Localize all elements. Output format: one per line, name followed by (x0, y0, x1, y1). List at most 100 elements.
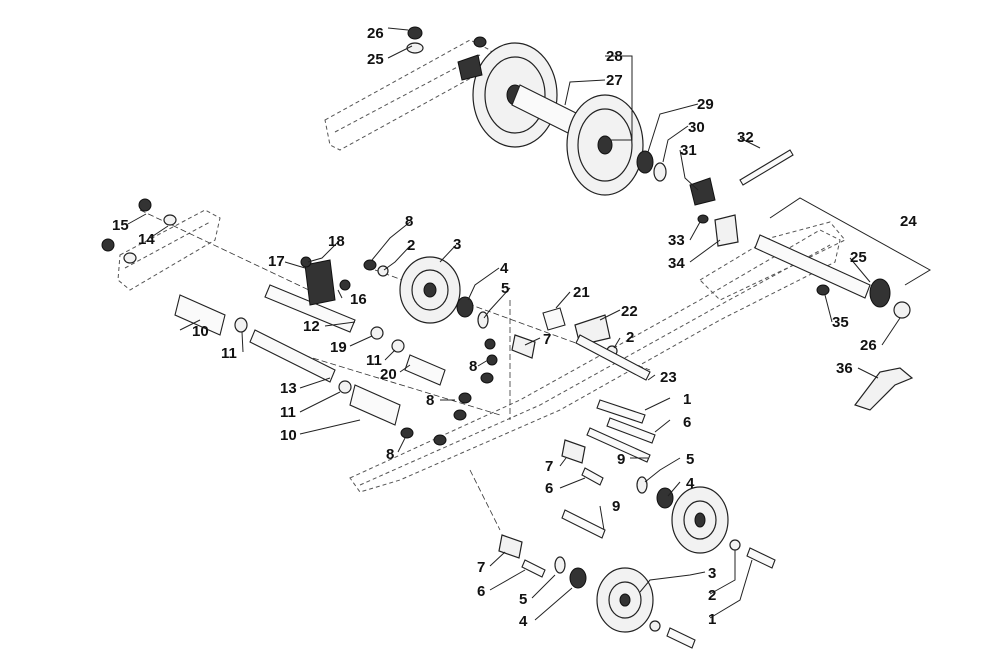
bolt-1-lower (666, 627, 696, 649)
callout-5-top: 5 (501, 280, 509, 297)
nut-15-bottom (101, 238, 115, 252)
washer-14-bottom (123, 252, 137, 264)
callout-6-mid: 6 (683, 414, 691, 431)
bolt-6-lower (521, 559, 546, 578)
idler-wheel-lower-right (671, 486, 729, 554)
callout-3-top: 3 (453, 236, 461, 253)
adjuster-block-31 (689, 177, 716, 206)
spacer-10-upper (174, 294, 226, 336)
nut-8-e (453, 409, 467, 421)
washer-19 (370, 326, 384, 340)
nut-33 (697, 214, 709, 224)
callout-30: 30 (688, 119, 705, 136)
callout-16: 16 (350, 291, 367, 308)
upper-bracket (457, 54, 483, 81)
callout-11-mid: 11 (366, 352, 382, 369)
callout-7-upper: 7 (543, 331, 551, 348)
idler-wheel-upper-left (472, 42, 558, 148)
rear-axle (754, 234, 871, 299)
callout-29: 29 (697, 96, 714, 113)
adjuster-bolt-32 (739, 149, 794, 186)
washer-25-upper (406, 42, 424, 54)
callout-10-lower: 10 (280, 427, 297, 444)
callout-23: 23 (660, 369, 677, 386)
spacer-10-lower (349, 384, 401, 426)
callout-27: 27 (606, 72, 623, 89)
bearing-29 (636, 150, 654, 174)
callout-2-top: 2 (407, 237, 415, 254)
callout-26-upper: 26 (367, 25, 384, 42)
callout-6-b: 6 (545, 480, 553, 497)
bushing-21 (542, 307, 566, 331)
callout-8-bottom: 8 (386, 446, 394, 463)
callout-labels: 26 25 28 27 29 30 31 32 24 33 34 25 35 2… (112, 25, 917, 630)
left-slide-rail (117, 209, 221, 291)
block-34 (714, 214, 739, 247)
callout-13: 13 (280, 380, 297, 397)
leader-lines (127, 27, 901, 621)
callout-6-lower: 6 (477, 583, 485, 600)
callout-10-upper: 10 (192, 323, 209, 340)
callout-2-bottom: 2 (708, 587, 716, 604)
washer-2-top (377, 265, 389, 277)
bracket-7-upper (511, 334, 536, 359)
nut-8-f (400, 427, 414, 439)
nut-26-upper (407, 26, 423, 40)
callout-4-top: 4 (500, 260, 509, 277)
callout-11-upper: 11 (221, 345, 237, 362)
callout-1-mid: 1 (683, 391, 691, 408)
callout-4-lower: 4 (519, 613, 528, 630)
nut-8-c (480, 372, 494, 384)
nut-8-a (484, 338, 496, 350)
callout-28: 28 (606, 48, 623, 65)
bracket-36 (854, 367, 914, 411)
washer-11-upper (234, 317, 248, 333)
bolt-35 (816, 284, 830, 296)
idler-wheel-upper-right (566, 94, 644, 196)
callout-19: 19 (330, 339, 347, 356)
right-slide-rail (349, 229, 841, 493)
callout-36: 36 (836, 360, 853, 377)
callout-22: 22 (621, 303, 638, 320)
washer-2-lower (649, 620, 661, 632)
nut-15-top (138, 198, 152, 212)
callout-20: 20 (380, 366, 397, 383)
callout-35: 35 (832, 314, 849, 331)
callout-33: 33 (668, 232, 685, 249)
bolt-23 (575, 334, 651, 381)
bolt-17 (300, 256, 312, 268)
callout-8-top: 8 (405, 213, 413, 230)
snap-ring-30 (653, 162, 667, 182)
washer-2-right (729, 539, 741, 551)
callout-25-upper: 25 (367, 51, 384, 68)
callout-2-mid: 2 (626, 329, 634, 346)
washer-11-lower (338, 380, 352, 394)
callout-24: 24 (900, 213, 917, 230)
bearing-4-upper (456, 296, 474, 318)
ring-5-lower (554, 556, 566, 574)
callout-8-mid: 8 (469, 358, 477, 375)
callout-8-lower: 8 (426, 392, 434, 409)
callout-18: 18 (328, 233, 345, 250)
callout-7-mid: 7 (545, 458, 553, 475)
washer-11-mid (391, 339, 405, 353)
callout-17: 17 (268, 253, 285, 270)
idler-wheel-lower-left (596, 567, 654, 633)
callout-14: 14 (138, 231, 155, 248)
callout-25-rear: 25 (850, 249, 867, 266)
callout-34: 34 (668, 255, 685, 272)
nut-8-top (363, 259, 377, 271)
cap-26-rear (893, 301, 911, 319)
callout-12: 12 (303, 318, 320, 335)
bracket-7-mid (561, 439, 586, 464)
bolt-6-b (581, 467, 604, 486)
nut-8-g (433, 434, 447, 446)
callout-11-lower: 11 (280, 404, 296, 421)
arm-16 (304, 259, 336, 306)
callout-9-upper: 9 (617, 451, 625, 468)
callout-26-rear: 26 (860, 337, 877, 354)
idler-wheel-mid (399, 256, 461, 324)
bolt-6-mid (606, 417, 656, 444)
bolt-1-right (746, 547, 776, 569)
